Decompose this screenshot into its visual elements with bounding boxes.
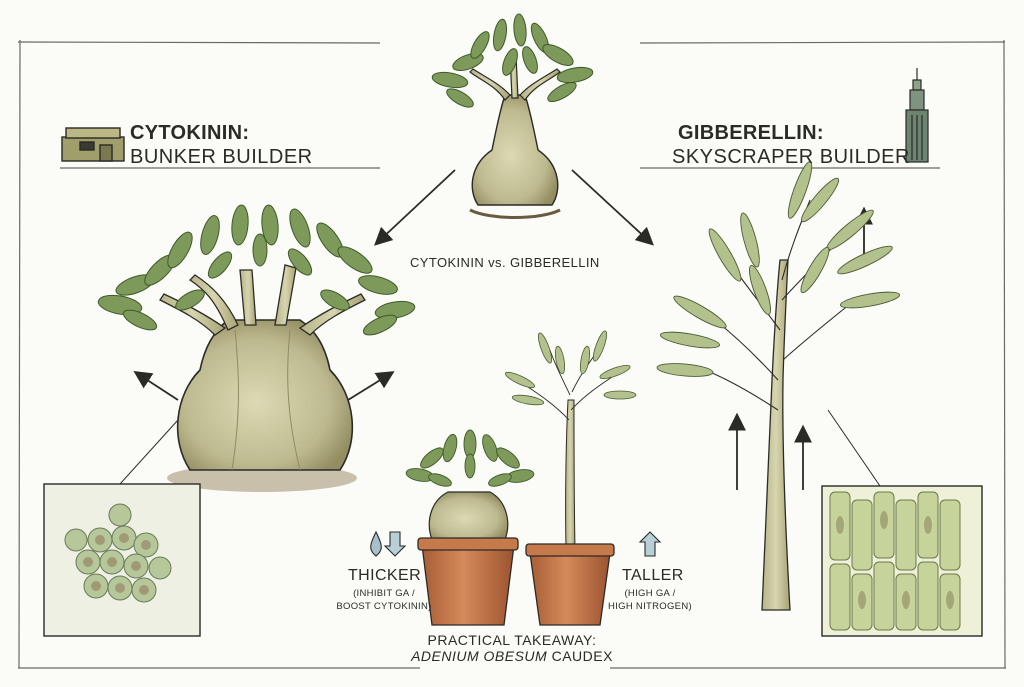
taller-label: TALLER bbox=[622, 567, 684, 584]
cytokinin-role: BUNKER BUILDER bbox=[130, 146, 313, 168]
takeaway-block: PRACTICAL TAKEAWAY: ADENIUM OBESUM CAUDE… bbox=[402, 632, 622, 664]
cytokinin-heading: CYTOKININ: bbox=[130, 122, 250, 144]
thicker-detail-line1: (INHIBIT GA / bbox=[353, 588, 415, 599]
thick-caudex-plant bbox=[97, 204, 416, 492]
split-arrows bbox=[133, 169, 873, 490]
bunker-icon bbox=[61, 127, 125, 162]
gibberellin-heading: GIBBERELLIN: bbox=[678, 122, 824, 144]
thicker-detail-line2: BOOST CYTOKININ) bbox=[336, 601, 432, 612]
down-arrow-icon bbox=[383, 531, 407, 557]
takeaway-species-line: ADENIUM OBESUM CAUDEX bbox=[402, 648, 622, 664]
comparison-label: CYTOKININ vs. GIBBERELLIN bbox=[410, 255, 600, 270]
thick-plant-leaves bbox=[97, 204, 416, 336]
takeaway-title: PRACTICAL TAKEAWAY: bbox=[427, 632, 597, 648]
takeaway-suffix: CAUDEX bbox=[547, 648, 613, 664]
tall-plant-leaves bbox=[656, 161, 901, 377]
tall-skinny-plant bbox=[656, 161, 901, 611]
skyscraper-icon bbox=[905, 68, 929, 163]
gibberellin-role: SKYSCRAPER BUILDER bbox=[672, 146, 910, 168]
taller-detail-line2: HIGH NITROGEN) bbox=[608, 601, 692, 612]
cytokinin-cell-inset bbox=[43, 419, 201, 637]
taller-detail-line1: (HIGH GA / bbox=[624, 588, 676, 599]
takeaway-species: ADENIUM OBESUM bbox=[411, 648, 548, 664]
thicker-label: THICKER bbox=[348, 567, 422, 584]
thicker-detail: (INHIBIT GA / BOOST CYTOKININ) bbox=[334, 587, 434, 613]
center-plant-illustration bbox=[431, 13, 594, 219]
gibberellin-cell-inset bbox=[821, 409, 983, 637]
taller-detail: (HIGH GA / HIGH NITROGEN) bbox=[602, 587, 698, 613]
center-plant-leaves bbox=[431, 13, 594, 108]
frame-lines bbox=[17, 39, 1006, 669]
up-arrow-icon bbox=[638, 531, 662, 557]
short-pot-plant bbox=[405, 429, 535, 626]
water-drop-icon bbox=[370, 530, 382, 557]
tall-pot-plant bbox=[505, 330, 637, 626]
